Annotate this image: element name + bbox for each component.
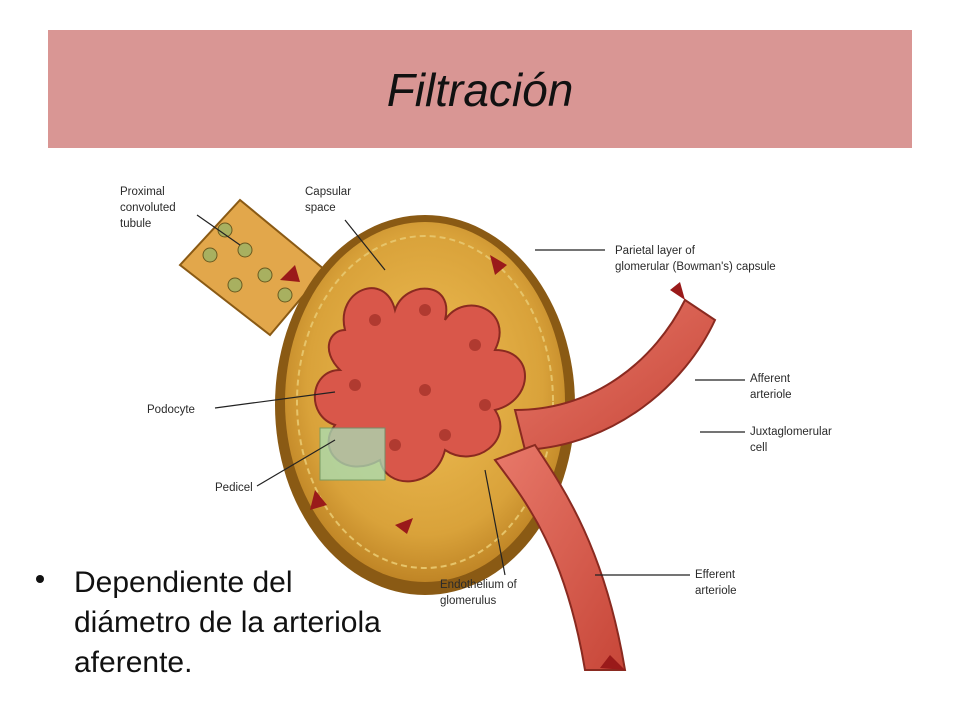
label-parietal-2: glomerular (Bowman's) capsule xyxy=(615,261,776,273)
label-juxta-2: cell xyxy=(750,442,767,454)
label-efferent-1: Efferent xyxy=(695,569,736,581)
label-podocyte: Podocyte xyxy=(147,404,195,416)
arterioles xyxy=(493,298,717,671)
label-juxta-1: Juxtaglomerular xyxy=(750,426,832,438)
label-parietal-1: Parietal layer of xyxy=(615,245,696,257)
glomerulus-diagram: Proximal convoluted tubule Capsular spac… xyxy=(120,186,832,671)
bullet-text: Dependiente del diámetro de la arteriola… xyxy=(74,566,381,679)
flow-arrows xyxy=(280,255,685,670)
pedicel-highlight-box xyxy=(319,427,386,481)
label-proximal-2: convoluted xyxy=(120,202,176,214)
label-endothelium-2: glomerulus xyxy=(440,595,496,607)
label-proximal-3: tubule xyxy=(120,218,151,230)
diagram-labels: Proximal convoluted tubule Capsular spac… xyxy=(120,186,832,607)
title-bar: Filtración xyxy=(48,30,912,148)
label-proximal-1: Proximal xyxy=(120,186,165,198)
label-efferent-2: arteriole xyxy=(695,585,737,597)
label-capsular-1: Capsular xyxy=(305,186,351,198)
leader-lines xyxy=(196,214,745,576)
label-afferent-1: Afferent xyxy=(750,373,791,385)
proximal-tubule xyxy=(178,198,327,337)
slide-title: Filtración xyxy=(386,64,574,116)
label-pedicel: Pedicel xyxy=(215,482,253,494)
label-capsular-2: space xyxy=(305,202,336,214)
bullet-dot xyxy=(36,575,44,583)
label-endothelium-1: Endothelium of xyxy=(440,579,518,591)
label-afferent-2: arteriole xyxy=(750,389,792,401)
